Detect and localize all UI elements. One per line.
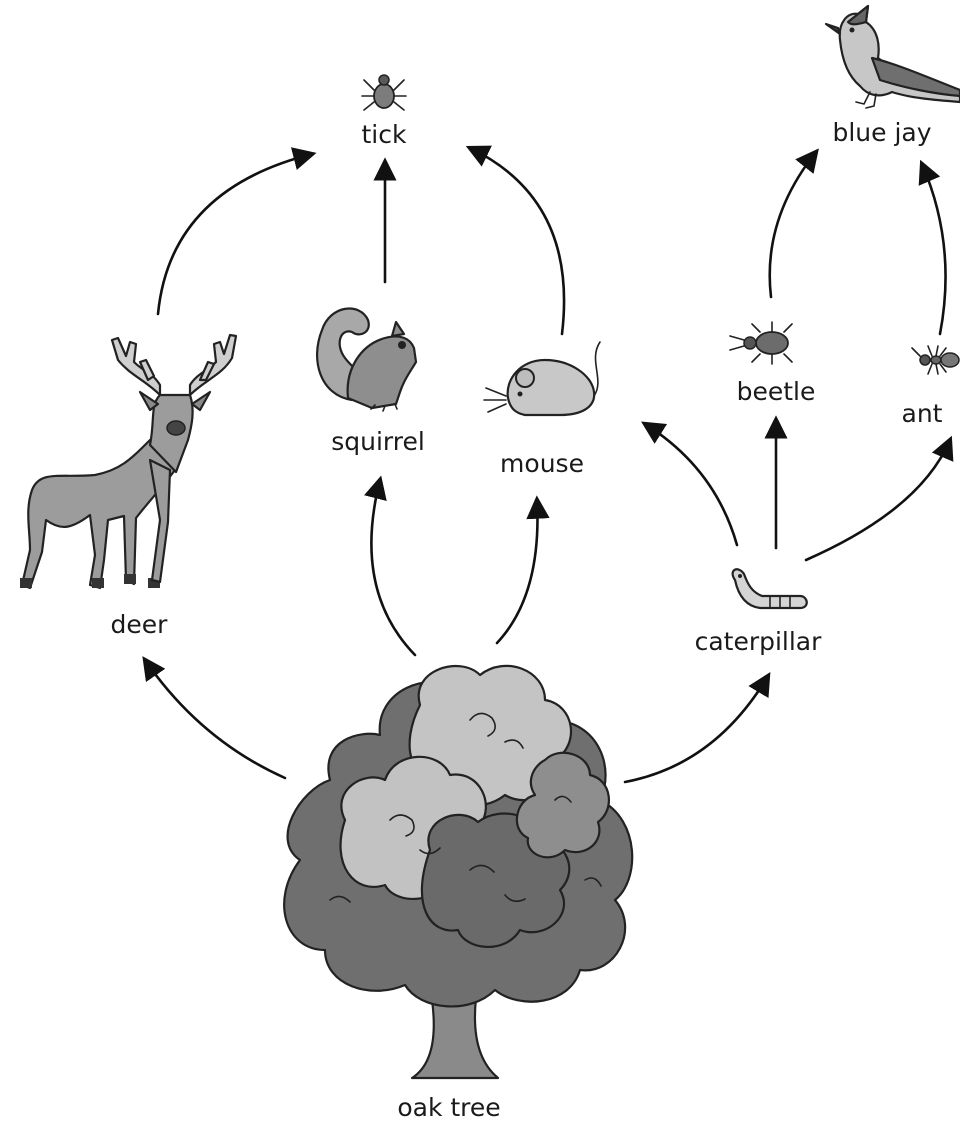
arrow-oak-to-caterpillar	[623, 671, 771, 784]
label-squirrel: squirrel	[331, 427, 425, 456]
arrow-caterpillar-to-ant	[804, 435, 954, 562]
oak-tree-picture	[283, 664, 634, 1080]
ant-picture	[911, 345, 960, 375]
arrow-oak-to-mouse	[495, 495, 550, 645]
beetle-picture	[729, 321, 793, 365]
arrow-mouse-to-tick	[465, 145, 566, 336]
labels: tick blue jay squirrel mouse beetle ant …	[111, 118, 943, 1121]
squirrel-picture	[315, 307, 418, 412]
arrows	[142, 145, 954, 784]
blue-jay-picture	[824, 4, 960, 109]
arrow-deer-to-tick	[156, 147, 317, 316]
arrow-oak-to-squirrel	[364, 475, 417, 657]
label-tick: tick	[362, 120, 407, 149]
label-caterpillar: caterpillar	[695, 627, 823, 656]
caterpillar-picture	[731, 568, 808, 610]
label-deer: deer	[111, 610, 169, 639]
label-blue-jay: blue jay	[832, 118, 931, 147]
arrow-oak-to-deer	[142, 656, 287, 780]
label-mouse: mouse	[500, 449, 584, 478]
label-oak-tree: oak tree	[397, 1093, 500, 1121]
tick-picture	[361, 74, 407, 111]
deer-picture	[20, 333, 238, 590]
mouse-picture	[483, 341, 601, 417]
arrow-beetle-to-bluejay	[768, 148, 819, 299]
label-ant: ant	[902, 399, 943, 428]
arrow-ant-to-bluejay	[918, 159, 947, 336]
arrow-caterpillar-to-mouse	[641, 421, 739, 547]
label-beetle: beetle	[737, 377, 816, 406]
